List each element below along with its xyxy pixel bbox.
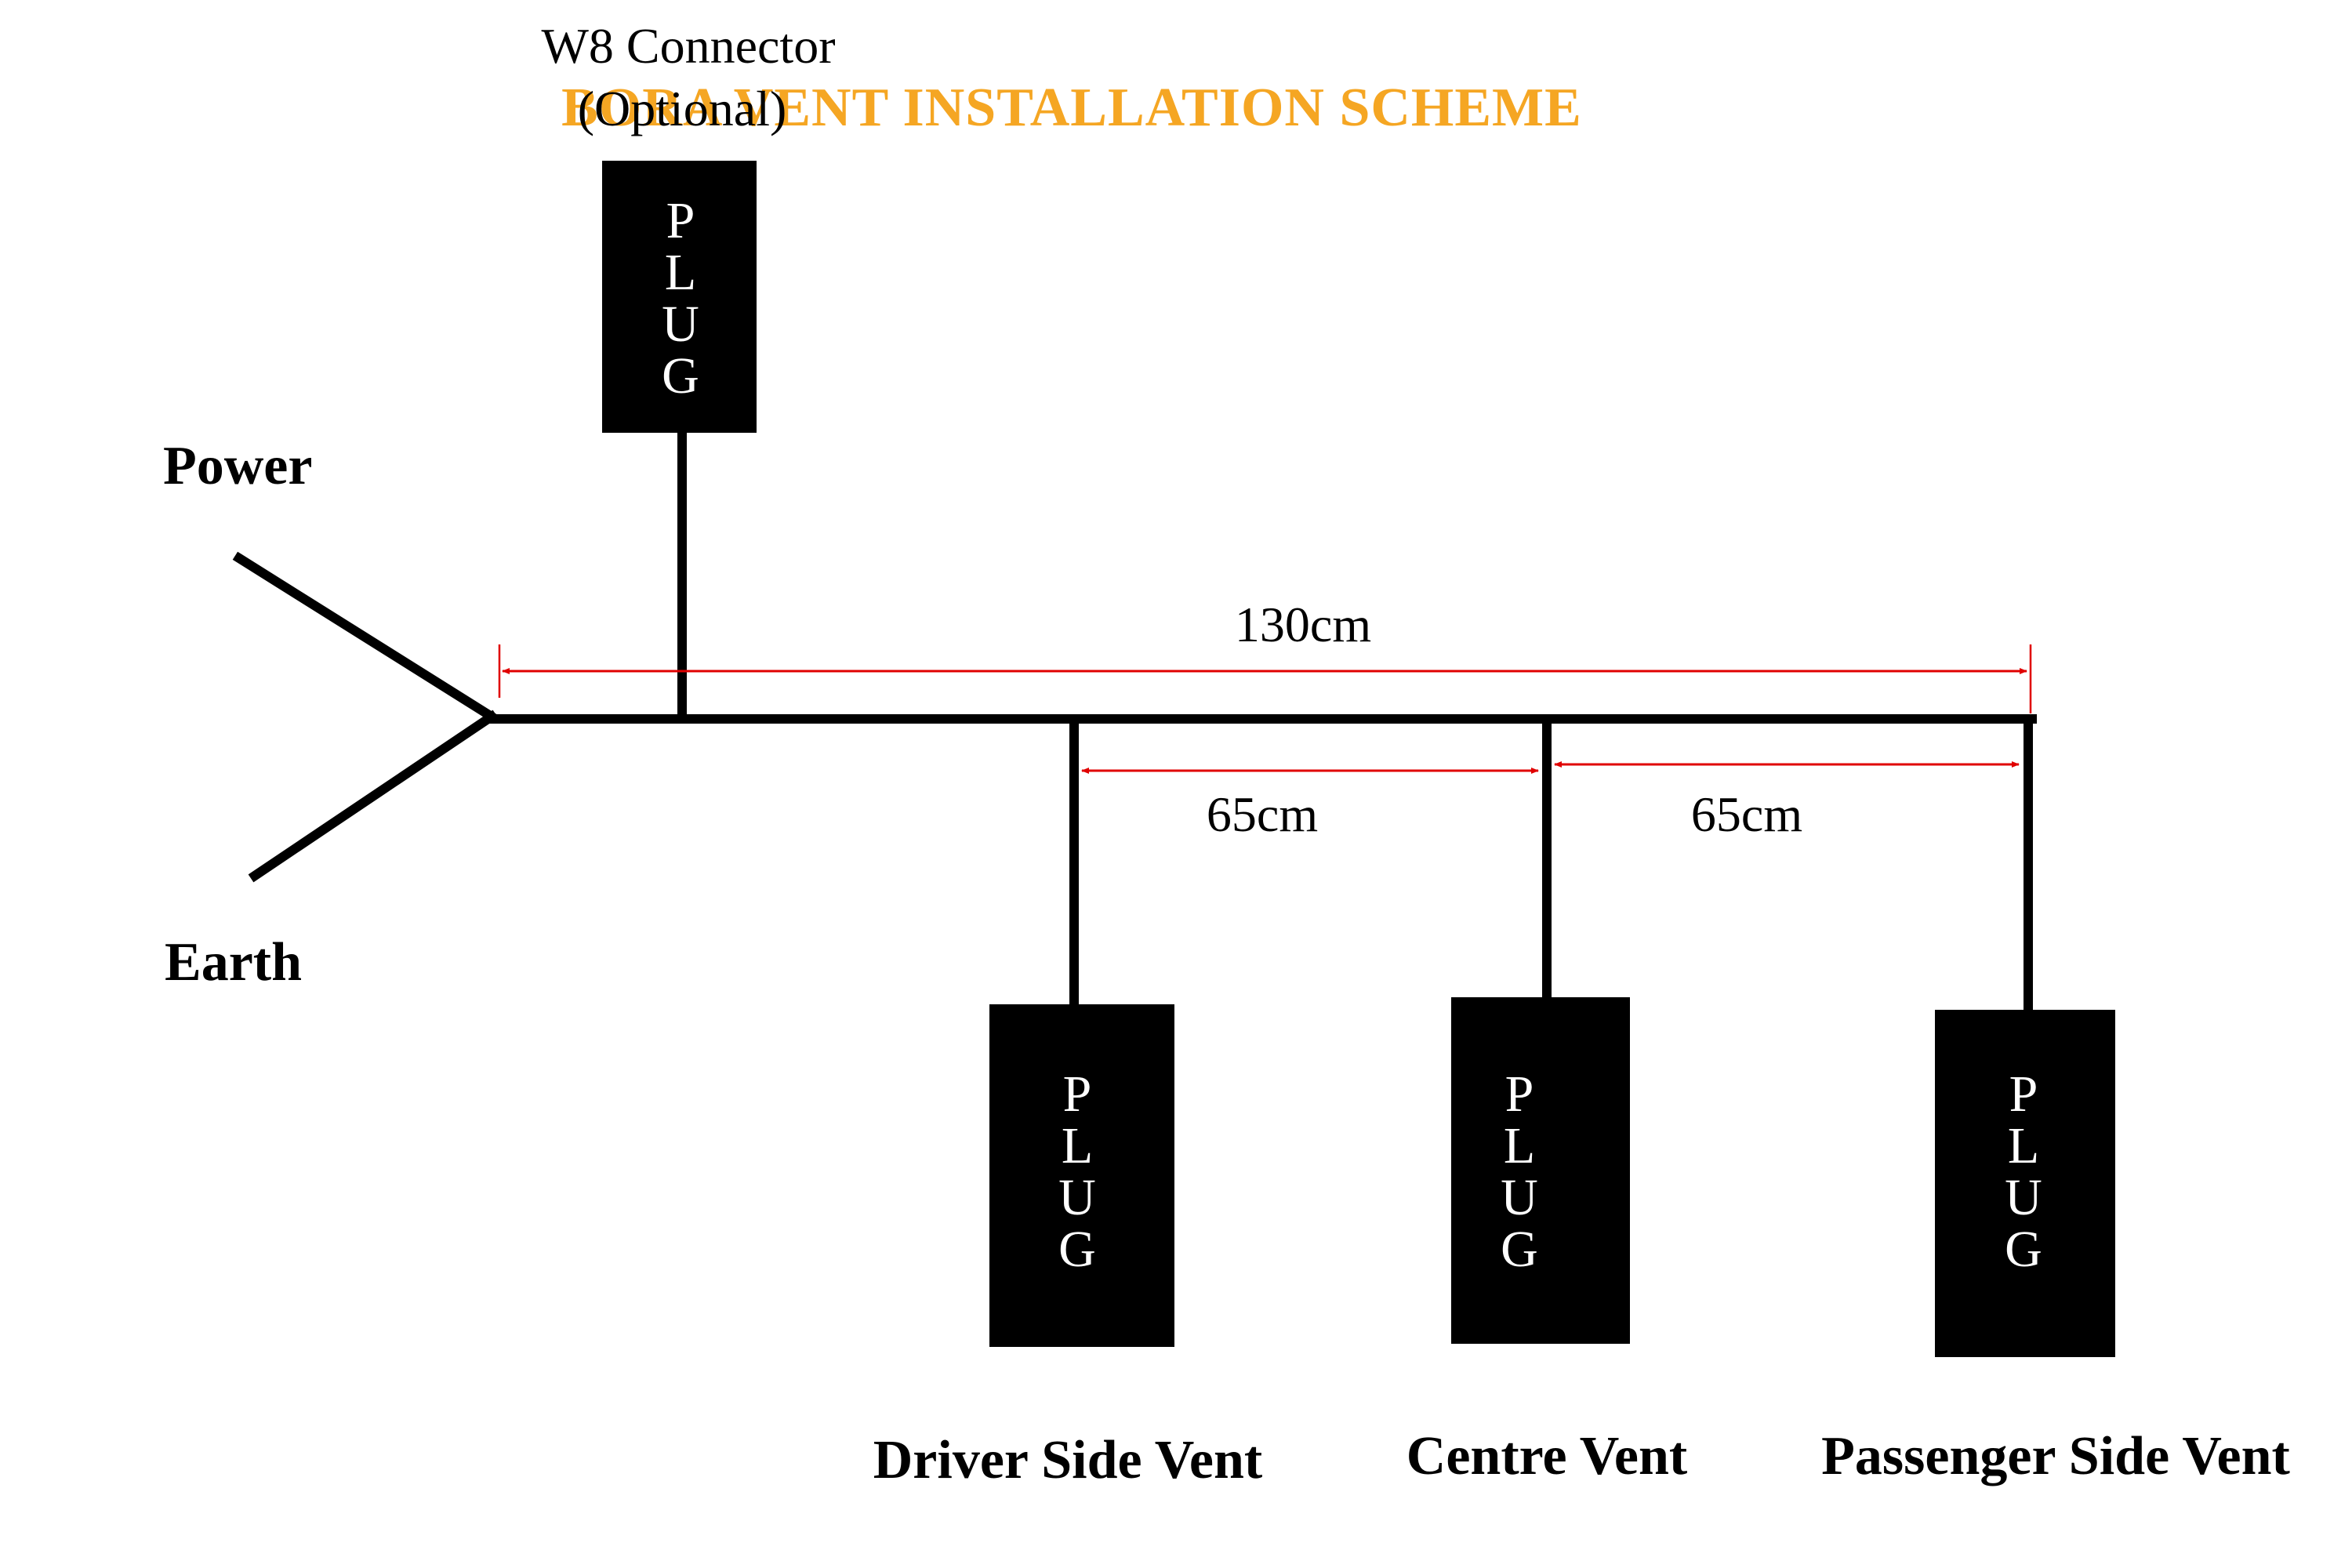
earth-label: Earth <box>165 932 302 993</box>
plug-letter: P <box>1063 1065 1092 1123</box>
plug-letter: U <box>2005 1169 2042 1226</box>
earth-wire <box>248 710 499 883</box>
passenger-vent-label: Passenger Side Vent <box>1821 1426 2290 1486</box>
driver-vent-label: Driver Side Vent <box>873 1430 1263 1490</box>
plug-letter: L <box>2008 1117 2039 1174</box>
plug-letter: U <box>662 296 699 353</box>
plug-letter: G <box>662 347 699 405</box>
plug-letter: P <box>2009 1065 2038 1123</box>
centre-vent-plug <box>1451 997 1630 1344</box>
passenger-vent-plug <box>1935 1010 2115 1357</box>
plug-letter: L <box>1062 1117 1093 1174</box>
plug-letter: G <box>1058 1221 1096 1278</box>
total-length-label: 130cm <box>1235 597 1371 652</box>
plug-letter: L <box>1504 1117 1535 1174</box>
diagram-title: BORA VENT INSTALLATION SCHEME <box>561 78 1582 138</box>
plug-letter: P <box>666 192 695 249</box>
driver-vent-plug <box>989 1004 1174 1347</box>
plug-letter: P <box>1505 1065 1534 1123</box>
plug-letter: G <box>1501 1221 1538 1278</box>
plug-letter: G <box>2005 1221 2042 1278</box>
power-wire <box>232 551 499 724</box>
centre-passenger-label: 65cm <box>1691 786 1802 842</box>
plug-letter: U <box>1501 1169 1538 1226</box>
plug-letter: U <box>1058 1169 1096 1226</box>
driver-centre-label: 65cm <box>1207 786 1318 842</box>
centre-vent-label: Centre Vent <box>1406 1426 1687 1486</box>
power-label: Power <box>163 436 312 496</box>
connector-plug <box>602 161 757 433</box>
connector-label-line2: (Optional) <box>578 81 787 136</box>
connector-label-line1: W8 Connector <box>542 18 836 74</box>
plug-letter: L <box>665 244 696 301</box>
